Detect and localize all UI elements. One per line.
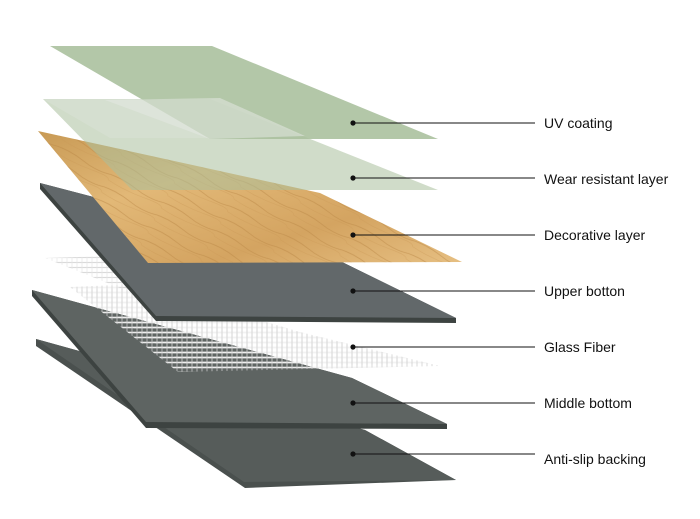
wear-resistant-dot [350, 175, 356, 181]
decorative-dot [350, 232, 356, 238]
label-wear-resistant-layer: Wear resistant layer [544, 171, 669, 187]
uv-coating-layer [50, 46, 438, 139]
leader-anti-slip-backing: Anti-slip backing [350, 451, 646, 467]
leader-upper-botton: Upper botton [350, 283, 625, 299]
anti-slip-backing-dot [350, 451, 356, 457]
label-glass-fiber: Glass Fiber [544, 339, 616, 355]
leader-glass-fiber: Glass Fiber [350, 339, 616, 355]
label-uv-coating: UV coating [544, 115, 612, 131]
leader-uv-coating: UV coating [350, 115, 612, 131]
leader-decorative-layer: Decorative layer [350, 227, 645, 243]
glass-fiber-dot [350, 344, 356, 350]
label-decorative-layer: Decorative layer [544, 227, 645, 243]
label-anti-slip-backing: Anti-slip backing [544, 451, 646, 467]
leader-wear-resistant-layer: Wear resistant layer [350, 171, 669, 187]
leader-middle-bottom: Middle bottom [350, 395, 632, 411]
middle-bottom-dot [350, 400, 356, 406]
uv-coating-dot [350, 120, 356, 126]
label-upper-botton: Upper botton [544, 283, 625, 299]
upper-botton-dot [350, 288, 356, 294]
label-middle-bottom: Middle bottom [544, 395, 632, 411]
